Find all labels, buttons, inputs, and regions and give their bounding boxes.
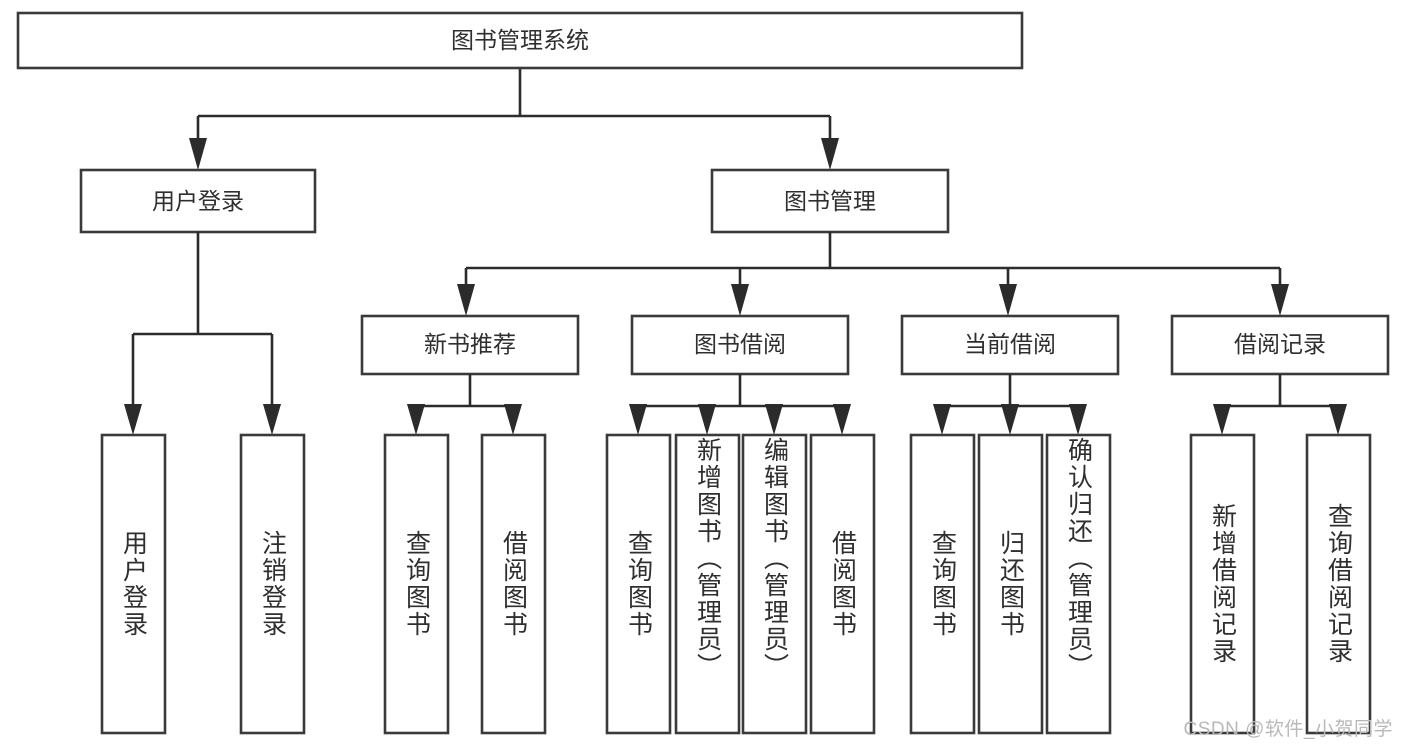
arrow-head-borrow-record xyxy=(1271,284,1289,316)
connector-group-root xyxy=(189,68,839,170)
leaf-box-book-borrow-4[interactable] xyxy=(809,433,876,735)
arrow-head-book-borrow xyxy=(731,284,749,316)
arrow-head-user-login-leaf2 xyxy=(263,404,281,435)
node-current-borrow-label: 当前借阅 xyxy=(964,331,1056,357)
node-root[interactable]: 图书管理系统 xyxy=(16,11,1024,70)
arrow-head-new-book xyxy=(457,284,475,316)
arrow-head-book-borrow-leaf3 xyxy=(765,404,783,435)
connector-group-new-book-recommend xyxy=(407,374,522,435)
node-new-book-recommend-box[interactable] xyxy=(360,314,580,376)
leaf-box-book-borrow-1[interactable] xyxy=(605,433,672,735)
arrow-head-book-manage xyxy=(821,138,839,170)
connector-group-current-borrow xyxy=(933,374,1087,435)
connector-group-book-borrow xyxy=(629,374,851,435)
arrow-head-current-borrow-leaf3 xyxy=(1069,404,1087,435)
node-user-login[interactable]: 用户登录 xyxy=(79,168,317,234)
arrow-head-borrow-record-leaf2 xyxy=(1329,404,1347,435)
node-borrow-record-label: 借阅记录 xyxy=(1234,331,1326,357)
leaf-box-current-borrow-1[interactable] xyxy=(909,433,976,735)
arrow-head-book-borrow-leaf4 xyxy=(833,404,851,435)
node-book-borrow-label: 图书借阅 xyxy=(694,331,786,357)
arrow-head-book-borrow-leaf1 xyxy=(629,404,647,435)
leaf-box-current-borrow-3[interactable] xyxy=(1045,433,1112,735)
leaf-box-new-book-2[interactable] xyxy=(480,433,547,735)
node-root-box[interactable] xyxy=(16,11,1024,70)
arrow-head-book-borrow-leaf2 xyxy=(698,404,716,435)
leaf-box-new-book-1[interactable] xyxy=(383,433,450,735)
arrow-head-user-login xyxy=(189,138,207,170)
node-new-book-recommend-label: 新书推荐 xyxy=(424,331,516,357)
node-user-login-box[interactable] xyxy=(79,168,317,234)
node-borrow-record[interactable]: 借阅记录 xyxy=(1170,314,1390,376)
node-book-borrow-box[interactable] xyxy=(630,314,850,376)
arrow-head-current-borrow-leaf2 xyxy=(1001,404,1019,435)
arrow-head-user-login-leaf1 xyxy=(124,404,142,435)
arrow-head-current-borrow-leaf1 xyxy=(933,404,951,435)
node-user-login-label: 用户登录 xyxy=(152,188,244,214)
leaf-boxes xyxy=(100,433,1372,735)
arrow-head-new-book-leaf2 xyxy=(504,404,522,435)
leaf-box-borrow-record-2[interactable] xyxy=(1305,433,1372,735)
arrow-head-current-borrow xyxy=(999,284,1017,316)
leaf-box-book-borrow-2[interactable] xyxy=(674,433,741,735)
node-new-book-recommend[interactable]: 新书推荐 xyxy=(360,314,580,376)
node-current-borrow-box[interactable] xyxy=(900,314,1120,376)
connector-group-book-manage xyxy=(457,232,1289,316)
node-book-borrow[interactable]: 图书借阅 xyxy=(630,314,850,376)
watermark-text: CSDN @软件_小贺同学 xyxy=(1183,719,1393,740)
connector-group-borrow-record xyxy=(1213,374,1347,435)
arrow-head-borrow-record-leaf1 xyxy=(1213,404,1231,435)
node-borrow-record-box[interactable] xyxy=(1170,314,1390,376)
leaf-box-book-borrow-3[interactable] xyxy=(741,433,808,735)
node-current-borrow[interactable]: 当前借阅 xyxy=(900,314,1120,376)
node-book-manage[interactable]: 图书管理 xyxy=(710,168,950,234)
leaf-box-user-login-2[interactable] xyxy=(239,433,306,735)
leaf-box-borrow-record-1[interactable] xyxy=(1189,433,1256,735)
arrow-head-new-book-leaf1 xyxy=(407,404,425,435)
leaf-box-current-borrow-2[interactable] xyxy=(977,433,1044,735)
node-book-manage-label: 图书管理 xyxy=(784,188,876,214)
connector-group-user-login xyxy=(124,232,281,435)
node-root-label: 图书管理系统 xyxy=(451,27,589,53)
leaf-box-user-login-1[interactable] xyxy=(100,433,167,735)
